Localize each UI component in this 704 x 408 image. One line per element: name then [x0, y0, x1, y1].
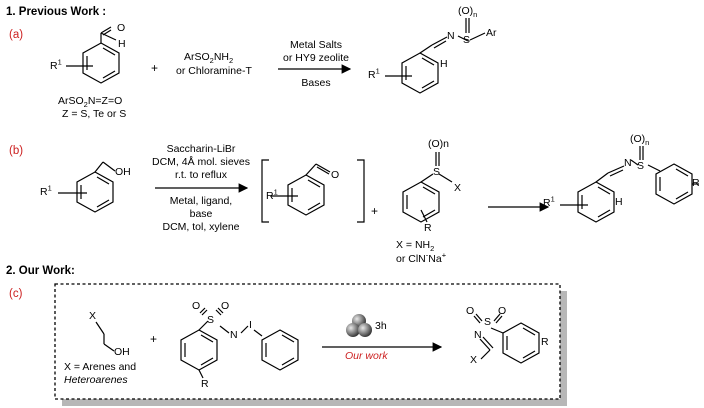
b-sulfinyl-reagent: [402, 152, 453, 223]
a-cond-top2: or HY9 zeolite: [283, 52, 349, 64]
b-s-S: S: [433, 166, 441, 178]
b-cond-bot3: DCM, tol, xylene: [162, 221, 240, 233]
c-O1: O: [192, 300, 201, 312]
c-our-work-label: Our work: [345, 350, 388, 362]
b-r1-label: R1: [40, 183, 52, 198]
c-prod-O2: O: [498, 305, 507, 317]
b-x-def2: or ClN-Na+: [396, 250, 447, 265]
c-R: R: [201, 378, 209, 390]
b-s-R: R: [424, 222, 432, 234]
c-plus: +: [150, 332, 158, 346]
heading-our-work: 2. Our Work:: [6, 265, 75, 277]
panel-b-tag: (b): [9, 145, 24, 157]
c-OH: OH: [114, 346, 130, 358]
b-x-def1: X = NH2: [396, 239, 435, 254]
c-product: [473, 313, 540, 364]
a-prod-H: H: [440, 58, 448, 70]
b-s-On: (O)n: [428, 138, 449, 150]
b-cond-bot2: base: [189, 208, 213, 220]
c-prod-O1: O: [466, 305, 475, 317]
b-s-X: X: [454, 182, 462, 194]
b-benzyl-alcohol: [58, 161, 116, 213]
b-OH: OH: [115, 166, 131, 178]
a-prod-S: S: [463, 34, 471, 46]
a-reagent-line1: ArSO2NH2: [184, 51, 234, 66]
b-inter-r1: R1: [266, 187, 278, 202]
c-prod-R: R: [541, 336, 549, 348]
panel-c-tag: (c): [9, 288, 23, 300]
b-product: [560, 146, 699, 223]
heading-previous-work: 1. Previous Work :: [6, 6, 107, 18]
b-inter-O: O: [331, 169, 340, 181]
c-prod-X: X: [470, 354, 478, 366]
a-product-ring: [385, 18, 486, 94]
a-prod-Ar: Ar: [486, 27, 497, 39]
b-cond-bot1: Metal, ligand,: [169, 195, 233, 207]
c-x-def1: X = Arenes and: [64, 361, 137, 373]
c-X: X: [89, 310, 97, 322]
b-prod-N: N: [624, 157, 632, 169]
a-aldehyde-O: O: [117, 22, 126, 34]
c-S: S: [207, 314, 215, 326]
b-bracket-right: [357, 159, 365, 223]
c-prod-S: S: [484, 316, 492, 328]
c-I: I: [249, 319, 252, 331]
b-bracket-left: [261, 159, 269, 223]
c-prod-N: N: [474, 329, 482, 341]
b-cond-top3: r.t. to reflux: [175, 169, 227, 181]
ball-mill-icon: [346, 314, 372, 337]
c-box: [54, 283, 561, 400]
b-cond-top2: DCM, 4Å mol. sieves: [151, 156, 251, 168]
panel-a-tag: (a): [9, 29, 24, 41]
c-iminoiodinane: [180, 307, 299, 379]
a-cond-top1: Metal Salts: [290, 39, 342, 51]
c-N: N: [230, 329, 238, 341]
a-prod-N: N: [447, 30, 455, 42]
b-plus: +: [371, 204, 379, 218]
a-r1-label: R1: [50, 57, 62, 72]
b-prod-On: (O)n: [630, 133, 650, 148]
a-plus: +: [151, 61, 159, 75]
a-aldehyde-ring: [66, 26, 120, 84]
b-prod-H: H: [615, 196, 623, 208]
a-aldehyde-H: H: [118, 38, 126, 50]
b-prod-r1: R1: [543, 194, 555, 209]
c-O2: O: [221, 300, 230, 312]
c-time: 3h: [375, 320, 387, 332]
a-prod-On: (O)n: [458, 5, 478, 20]
a-alt-reagent: ArSO2N=Z=O: [58, 95, 123, 110]
c-alcohol: [95, 321, 115, 352]
a-reagent-line2: or Chloramine-T: [176, 65, 252, 77]
b-prod-S: S: [637, 160, 645, 172]
b-cond-top1: Saccharin-LiBr: [166, 143, 236, 155]
a-cond-bottom: Bases: [301, 77, 331, 89]
a-z-definition: Z = S, Te or S: [62, 108, 127, 120]
a-prod-r1: R1: [368, 66, 380, 81]
b-intermediate-aldehyde: [271, 163, 331, 216]
c-x-def2: Heteroarenes: [64, 374, 128, 386]
b-prod-R: R: [692, 177, 700, 189]
